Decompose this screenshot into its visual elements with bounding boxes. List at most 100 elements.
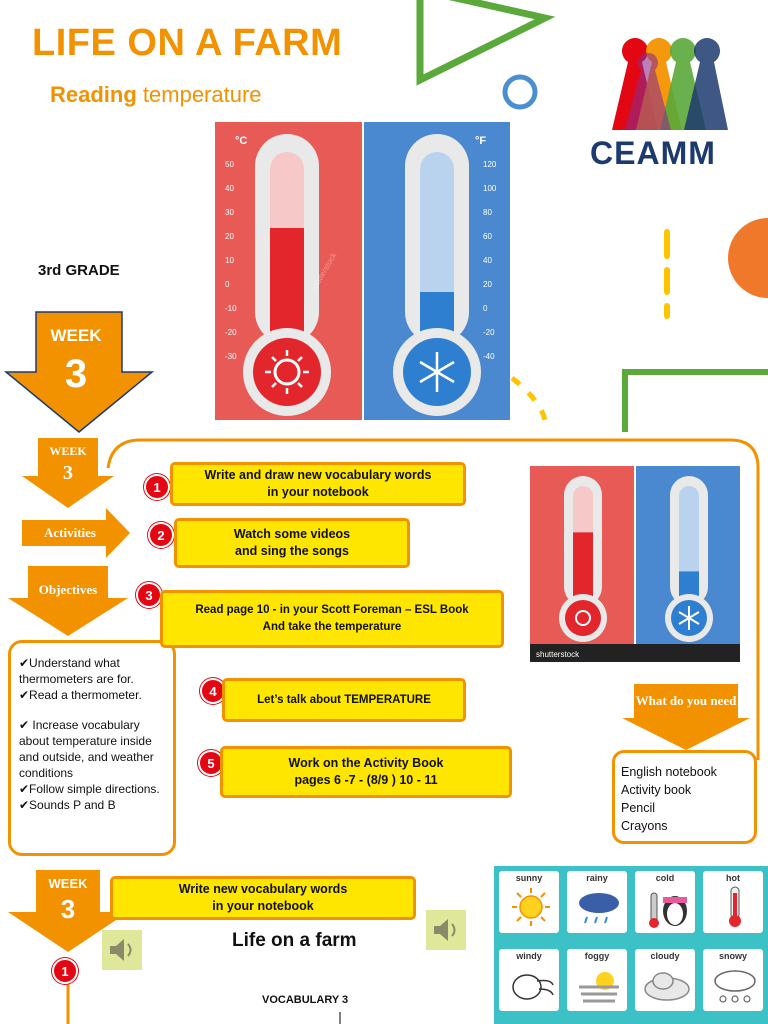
snow-cloud-icon: [714, 970, 756, 1003]
cloud-icon: [644, 972, 690, 1001]
celsius-tick: 10: [225, 256, 234, 265]
weather-label: sunny: [515, 873, 543, 883]
small-snowflake-icon: [678, 606, 700, 630]
green-triangle: [416, 0, 556, 86]
weather-card-snowy: snowy: [700, 946, 766, 1014]
page-subtitle: Reading temperature: [50, 82, 262, 108]
cold-penguin-icon: [649, 892, 687, 928]
weather-card-windy: windy: [496, 946, 562, 1014]
week-large-label: WEEK: [50, 326, 102, 345]
sun-icon: [273, 358, 301, 386]
weather-label: foggy: [584, 951, 610, 961]
vocab-line1: Write new vocabulary words: [178, 882, 348, 896]
need-item: Crayons: [621, 819, 668, 833]
need-item: Pencil: [621, 801, 656, 815]
objective-item: ✔Sounds P and B: [19, 798, 116, 812]
small-watermark: shutterstock: [536, 650, 580, 659]
ceamm-logo-icon: [612, 38, 728, 131]
orange-frame-top: [106, 438, 760, 760]
weather-label: snowy: [718, 951, 747, 961]
objective-item: ✔Understand what thermometers are for.: [19, 656, 134, 686]
activity-box-4: Let’s talk about TEMPERATURE: [222, 678, 466, 722]
fog-icon: [579, 972, 619, 1003]
fahrenheit-tick: -40: [483, 352, 495, 361]
activity-number-5: 5: [198, 750, 224, 776]
activity-number-1: 1: [144, 474, 170, 500]
fahrenheit-tick: 60: [483, 232, 492, 241]
orange-half-circle: [728, 218, 768, 298]
activity-5-line1: Work on the Activity Book: [288, 756, 444, 770]
fahrenheit-label: °F: [475, 135, 486, 147]
week-arrow-small: [22, 438, 114, 508]
week-small-label: WEEK: [49, 444, 87, 458]
week-arrow-bottom: [8, 870, 128, 952]
objectives-box: ✔Understand what thermometers are for. ✔…: [8, 640, 176, 856]
activities-arrow: [22, 508, 130, 558]
speaker-icon[interactable]: [102, 930, 142, 970]
weather-label: cold: [655, 873, 675, 883]
speaker-icon-2[interactable]: [426, 910, 466, 950]
fahrenheit-tick: 40: [483, 256, 492, 265]
sun-icon: [512, 888, 550, 926]
subtitle-rest: temperature: [136, 82, 262, 107]
weather-cards: sunny rainy cold hot windy foggy cloudy …: [494, 866, 768, 1024]
objectives-label: Objectives: [38, 582, 98, 597]
objectives-arrow: [8, 566, 128, 636]
activity-1-line1: Write and draw new vocabulary words: [204, 468, 432, 482]
green-corner-line: [622, 369, 768, 432]
bottom-number-1: 1: [52, 958, 78, 984]
celsius-label: °C: [235, 135, 247, 147]
activity-number-2: 2: [148, 522, 174, 548]
hot-thermometer-icon: [729, 886, 741, 927]
ceamm-logo-text: CEAMM: [590, 135, 716, 171]
page-title: LIFE ON A FARM: [32, 22, 343, 64]
weather-card-hot: hot: [700, 868, 766, 936]
objective-item: ✔Read a thermometer.: [19, 688, 142, 702]
fahrenheit-tick: 0: [483, 304, 488, 313]
week-small-number: 3: [63, 462, 73, 484]
activities-label: Activities: [44, 525, 96, 540]
fahrenheit-tick: -20: [483, 328, 495, 337]
weather-label: cloudy: [650, 951, 680, 961]
fahrenheit-tick: 120: [483, 160, 497, 169]
celsius-tick: -10: [225, 304, 237, 313]
grade-label: 3rd GRADE: [38, 262, 120, 279]
vocab-box: Write new vocabulary words in your noteb…: [110, 876, 416, 920]
activity-4-line1: Let’s talk about TEMPERATURE: [257, 693, 431, 706]
activity-1-line2: in your notebook: [267, 485, 369, 499]
fahrenheit-tick: 100: [483, 184, 497, 193]
celsius-tick: 0: [225, 280, 230, 289]
weather-card-cloudy: cloudy: [632, 946, 698, 1014]
week-arrow-large: [4, 311, 154, 433]
vocab-line2: in your notebook: [212, 899, 314, 913]
weather-card-rainy: rainy: [564, 868, 630, 936]
subtitle-bold: Reading: [50, 82, 137, 107]
weather-card-foggy: foggy: [564, 946, 630, 1014]
activity-3-line1: Read page 10 - in your Scott Foreman – E…: [195, 604, 469, 616]
yellow-arc: [510, 376, 548, 421]
weather-label: rainy: [586, 873, 608, 883]
fahrenheit-tick: 80: [483, 208, 492, 217]
celsius-tick: 30: [225, 208, 234, 217]
need-box: English notebook Activity book Pencil Cr…: [612, 750, 757, 844]
activity-3-line2: And take the temperature: [262, 621, 402, 633]
bottom-heading: Life on a farm: [232, 930, 357, 951]
celsius-tick: 40: [225, 184, 234, 193]
rain-cloud-icon: [579, 893, 619, 924]
celsius-tick: -30: [225, 352, 237, 361]
week-large-number: 3: [64, 352, 88, 396]
activity-5-line2: pages 6 -7 - (8/9 ) 10 - 11: [294, 773, 438, 787]
weather-label: hot: [726, 873, 740, 883]
activity-box-3: Read page 10 - in your Scott Foreman – E…: [160, 590, 504, 648]
celsius-tick: -20: [225, 328, 237, 337]
activity-2-line2: and sing the songs: [235, 544, 349, 558]
need-item: English notebook: [621, 765, 717, 779]
vocab-title: VOCABULARY 3: [262, 994, 349, 1006]
week-bottom-label: WEEK: [48, 876, 88, 891]
need-item: Activity book: [621, 783, 692, 797]
objective-item: ✔Follow simple directions.: [19, 782, 160, 796]
activity-number-4: 4: [200, 678, 226, 704]
need-label: What do you need: [635, 693, 737, 708]
